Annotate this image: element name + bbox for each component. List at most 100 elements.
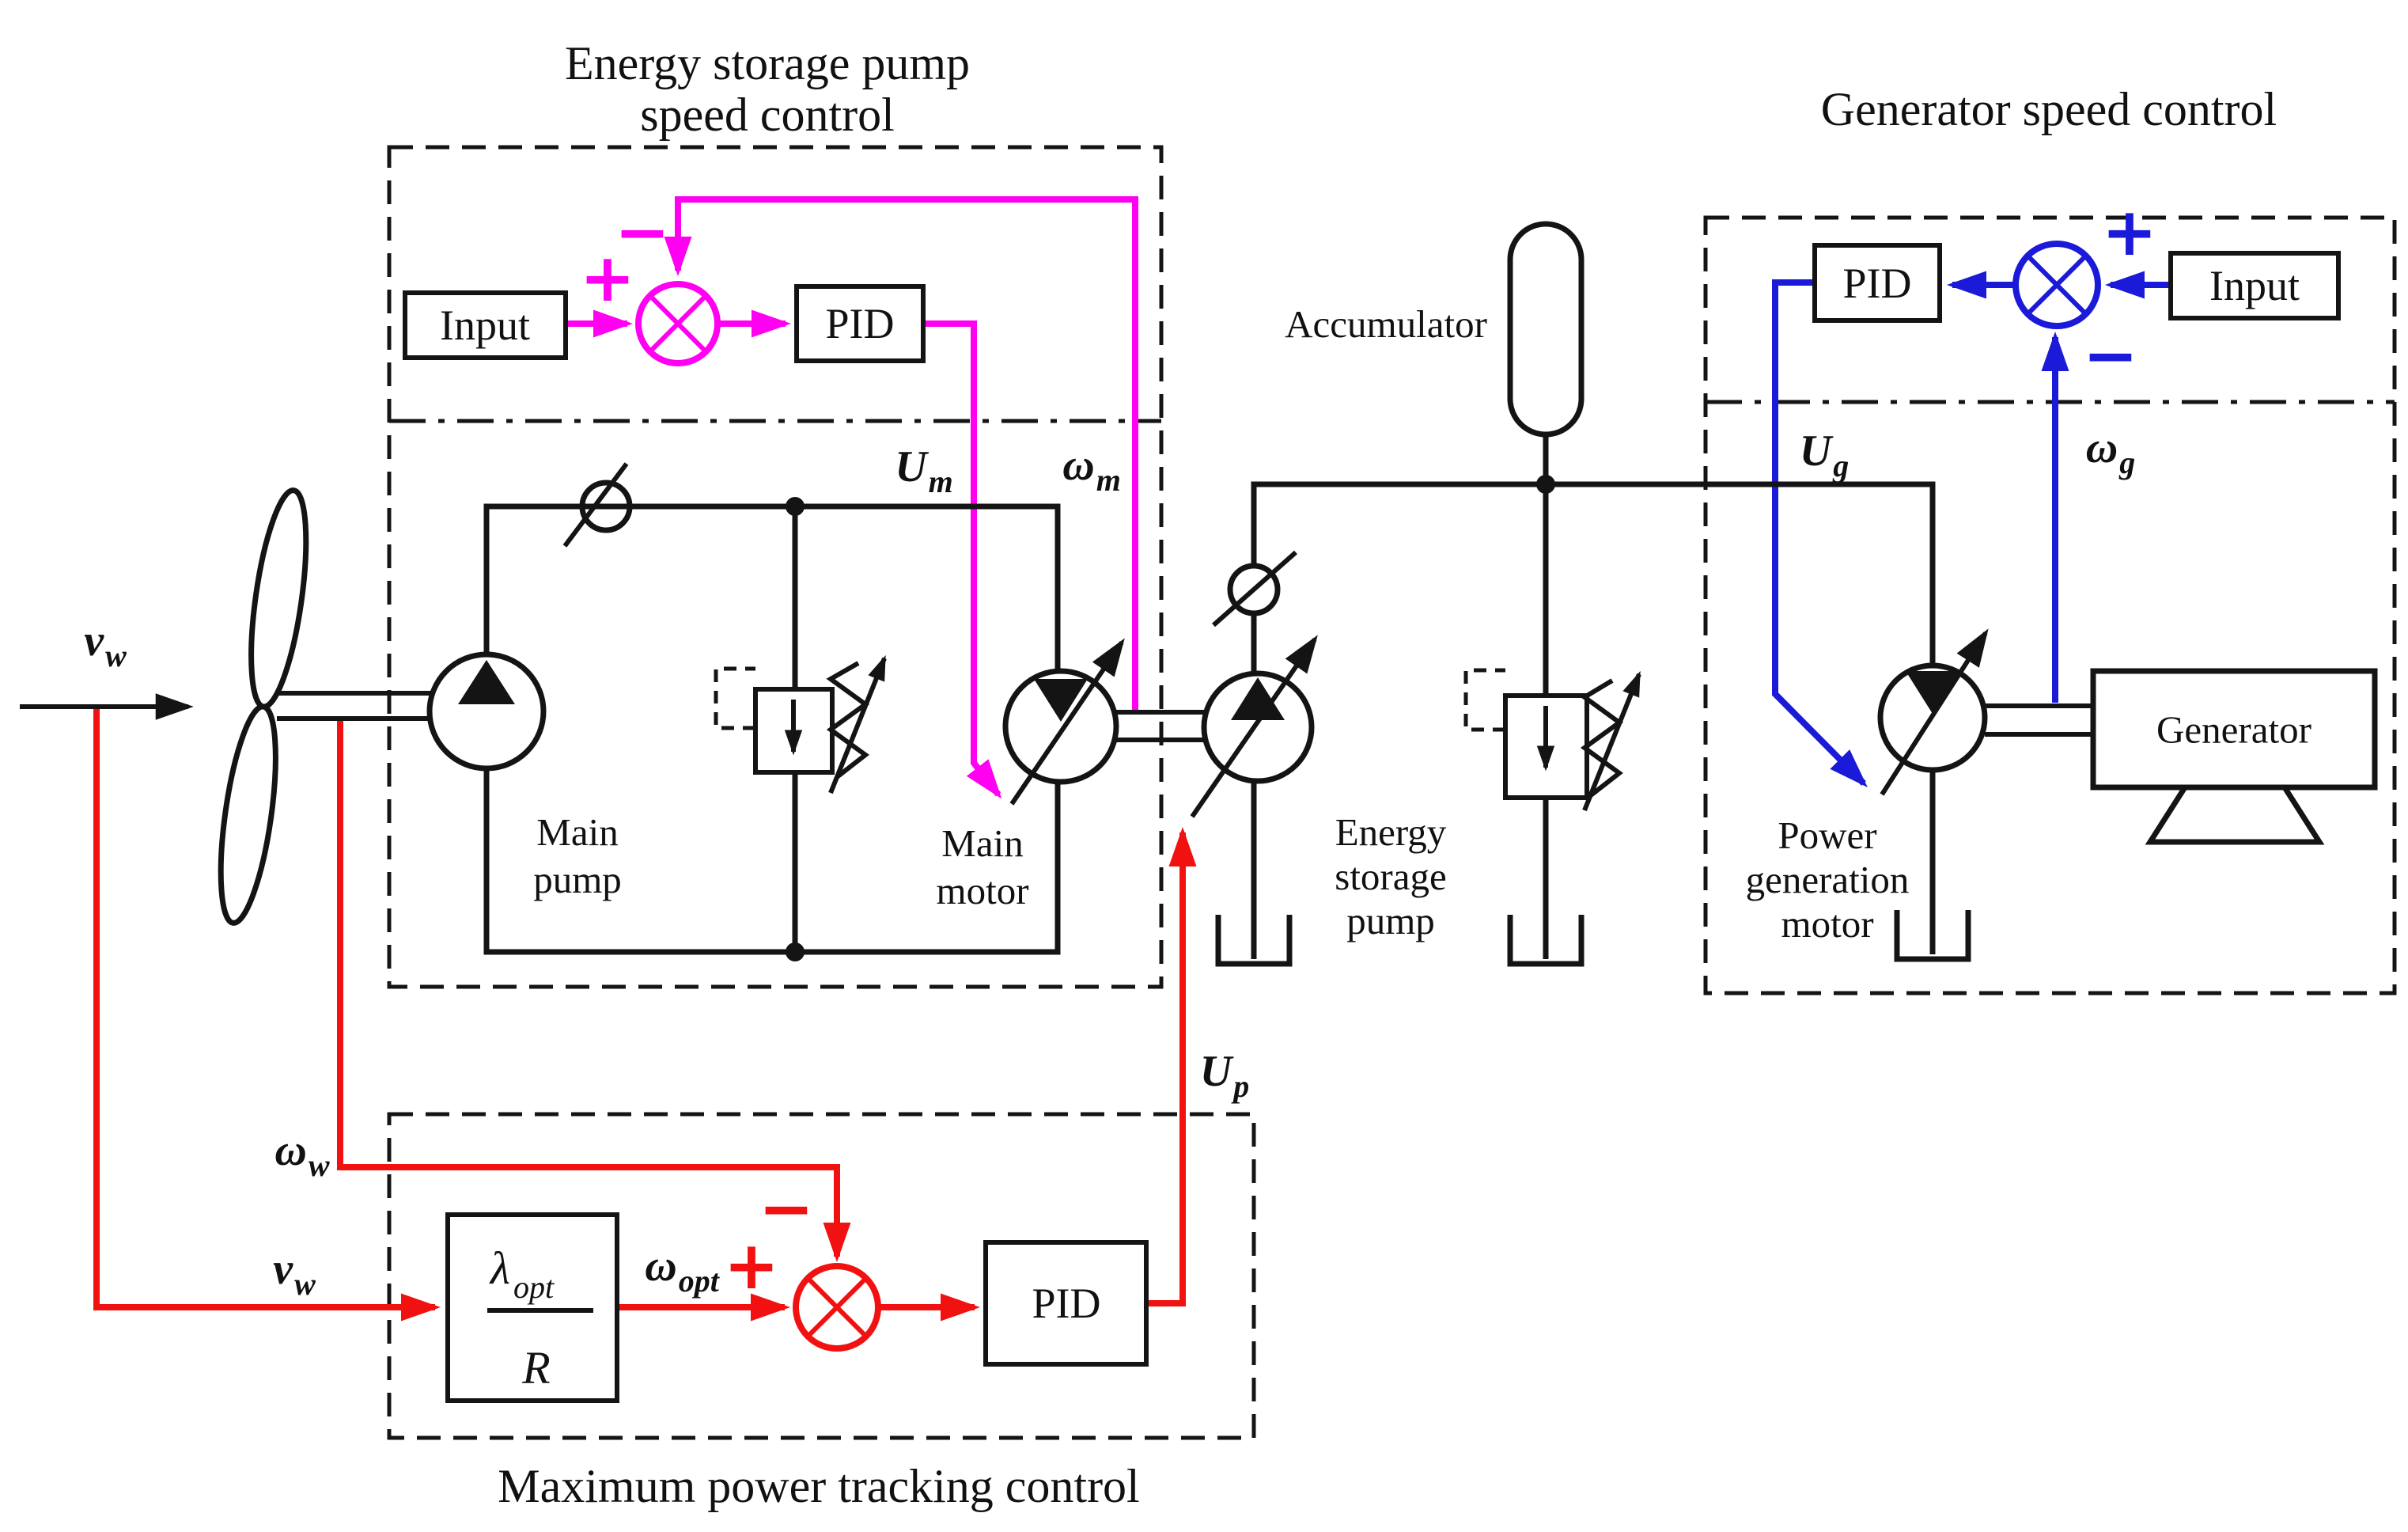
sum-cross-line [2025, 253, 2088, 317]
plus-sign-blue: + [2102, 193, 2157, 271]
lambda-R-denominator: R [521, 1342, 550, 1394]
label-vw-top: vw [84, 616, 127, 673]
wind-speed-input-line [93, 707, 441, 1322]
check-valve-seat [562, 462, 629, 548]
main-circuit-bottom-pipe [483, 768, 1061, 955]
sum-circle-icon [793, 1263, 881, 1352]
check-valve-icon [562, 462, 633, 548]
sum-circle-icon [635, 281, 721, 366]
label-omega-g: ωg [2086, 423, 2136, 480]
maximum-power-tracking-box [387, 1112, 1256, 1440]
wind-turbine-icon [218, 487, 309, 926]
main-pump-label-line1: Main [536, 810, 618, 854]
generator-stand [2145, 784, 2325, 845]
pid-block-right [1812, 243, 1942, 323]
main-motor-label-line1: Main [941, 821, 1023, 865]
hydraulic-circuit: vw [20, 221, 2378, 967]
main-pump-label-line2: pump [533, 858, 622, 901]
main-motor-label-line2: motor [936, 869, 1028, 912]
check-valve-seat [1212, 550, 1297, 628]
title-maximum-power-tracking: Maximum power tracking control [498, 1460, 1139, 1512]
title-generator-speed-control: Generator speed control [1821, 83, 2277, 135]
pid-block-bottom [983, 1240, 1149, 1367]
relief-valve-adjust-arrow [828, 654, 887, 794]
main-motor-displacement-arrow [1009, 638, 1125, 806]
relief-valve-spring [826, 661, 870, 779]
main-motor-voltage-command-line [923, 320, 1002, 799]
main-circuit-top-pipe [483, 503, 1061, 673]
minus-sign-red: − [759, 1170, 814, 1247]
label-Up: Up [1200, 1047, 1249, 1104]
energy-storage-pump-label-line3: pump [1346, 899, 1435, 942]
label-omega-opt: ωopt [645, 1242, 721, 1299]
high-pressure-rail [1251, 481, 1936, 667]
energy-storage-pump-control-box [387, 145, 1164, 989]
magenta-control-loop: Input + − PID Um ωm [403, 193, 1138, 799]
minus-sign-blue: − [2083, 317, 2138, 394]
plus-sign-magenta: + [580, 239, 635, 317]
pump-flow-triangle-icon [1231, 677, 1285, 720]
pump-voltage-command-line [1146, 827, 1197, 1306]
pid-block-bottom-label: PID [1032, 1280, 1100, 1327]
energy-storage-pump-label-line1: Energy [1335, 810, 1447, 854]
check-valve-icon [1212, 550, 1297, 628]
titles: Energy storage pump speed control Genera… [498, 37, 2277, 1512]
turbine-blade-bottom [218, 703, 278, 926]
tank-icon [1507, 915, 1585, 967]
check-valve-ball [579, 480, 633, 533]
title-energy-storage-line1: Energy storage pump [565, 37, 970, 89]
relief-valve-left [714, 654, 887, 794]
minus-sign-magenta: − [615, 193, 670, 271]
energy-storage-pump-label-line2: storage [1335, 855, 1447, 898]
junction-dot [786, 497, 805, 516]
generator-speed-control-box [1703, 215, 2397, 995]
input-block-right [2168, 251, 2341, 320]
plus-sign-red: + [724, 1227, 779, 1304]
sum-junction-blue [2012, 241, 2101, 329]
junction-dot [786, 942, 805, 961]
relief-valve-adjust-arrow [1582, 670, 1641, 812]
label-omega-m: ωm [1062, 441, 1121, 498]
pid-block-left-label: PID [825, 300, 894, 347]
motor-flow-triangle-icon [1034, 679, 1088, 722]
label-Um: Um [895, 442, 953, 499]
rotor-speed-feedback-line [337, 719, 851, 1262]
lambda-opt-over-R-block [445, 1212, 619, 1403]
generation-motor-displacement-arrow [1880, 628, 1989, 796]
relief-valve-pilot-line [1463, 668, 1505, 732]
component-labels: Accumulator Main pump Main motor Energy … [533, 302, 1909, 946]
relief-valve-spring [1580, 678, 1624, 798]
tank-icon [1894, 910, 1971, 962]
label-vw-bottom: vw [273, 1245, 316, 1302]
label-omega-w: ωw [274, 1126, 330, 1183]
sum-circle-icon [2012, 241, 2101, 329]
sum-cross-line [648, 294, 708, 354]
pid-block-left [794, 284, 926, 363]
title-energy-storage-line2: speed control [640, 89, 895, 141]
main-motor-speed-feedback-line [664, 196, 1138, 711]
sum-cross-line [805, 1276, 869, 1339]
sum-junction-red [793, 1263, 881, 1352]
energy-storage-pump-symbol [1201, 670, 1315, 784]
power-generation-motor-label-line1: Power [1778, 813, 1876, 857]
input-block-left [403, 290, 568, 360]
pid-block-right-label: PID [1842, 260, 1911, 307]
main-motor-symbol [1002, 668, 1119, 785]
control-region-boxes [387, 145, 2397, 1440]
blue-control-loop: PID Input + − Ug ωg [1772, 193, 2341, 787]
storage-pump-displacement-arrow [1190, 635, 1318, 818]
input-block-right-label: Input [2209, 262, 2300, 309]
check-valve-ball [1227, 563, 1281, 616]
turbine-blade-top [248, 487, 309, 710]
accumulator-label: Accumulator [1285, 302, 1487, 346]
label-Ug: Ug [1800, 427, 1849, 483]
input-block-left-label: Input [440, 301, 530, 349]
relief-valve-right [1463, 668, 1641, 812]
pump-flow-triangle-icon [458, 660, 515, 704]
generator-label: Generator [2156, 708, 2311, 752]
accumulator-symbol [1507, 221, 1585, 438]
tank-icon [1215, 915, 1293, 967]
